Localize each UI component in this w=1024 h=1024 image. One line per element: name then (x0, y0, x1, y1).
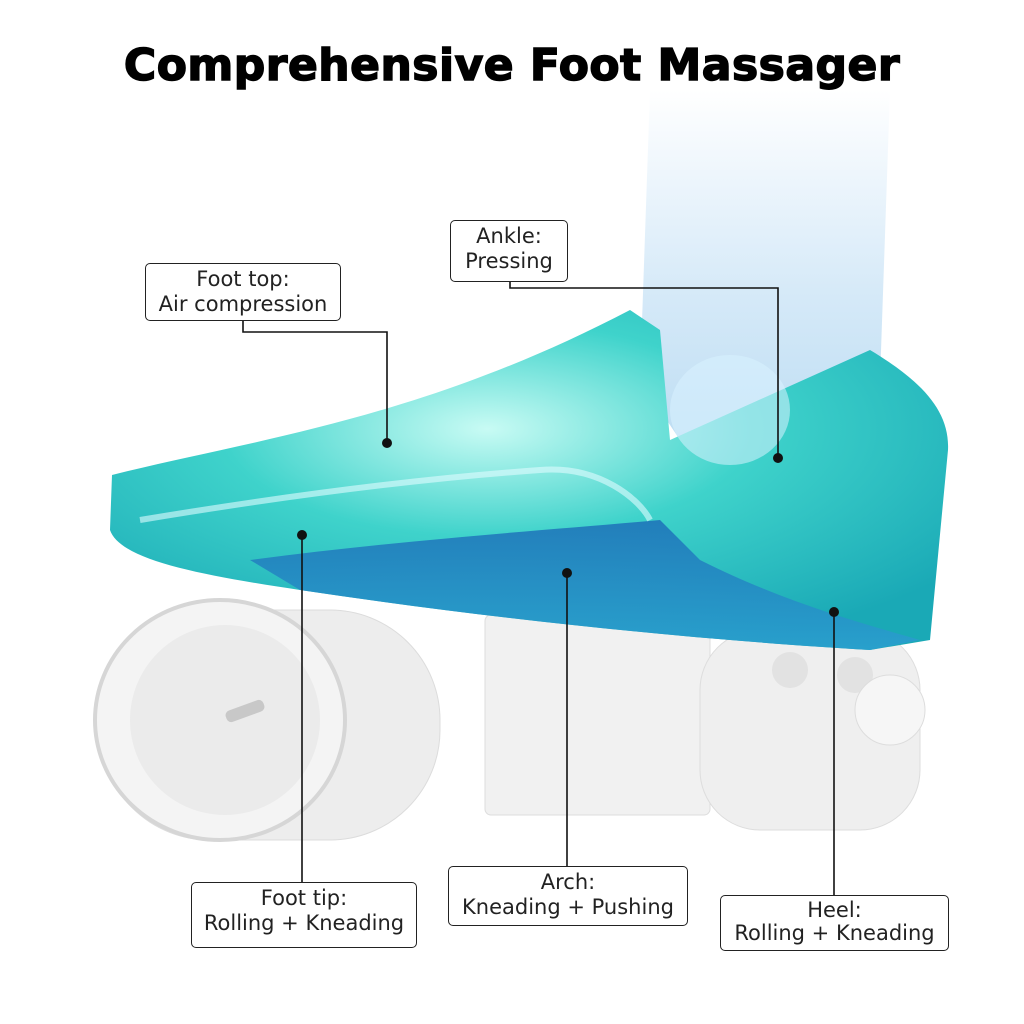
label-name: Heel: (807, 898, 862, 922)
label-function: Kneading + Pushing (462, 895, 674, 919)
leader-lines (242, 281, 835, 895)
label-foot-tip: Foot tip: Rolling + Kneading (191, 882, 417, 948)
label-ankle: Ankle: Pressing (450, 220, 568, 282)
ankle-dot (773, 453, 783, 463)
arch-dot (562, 568, 572, 578)
label-name: Foot top: (196, 267, 290, 291)
massager-device (93, 598, 926, 842)
label-arch: Arch: Kneading + Pushing (448, 866, 688, 926)
label-name: Ankle: (476, 224, 542, 248)
foot-tip-dot (297, 530, 307, 540)
marker-dots (297, 438, 839, 617)
label-function: Pressing (465, 249, 553, 273)
label-function: Rolling + Kneading (734, 921, 935, 945)
label-foot-top: Foot top: Air compression (145, 263, 341, 321)
page-title: Comprehensive Foot Massager (123, 39, 901, 92)
label-function: Air compression (158, 292, 328, 316)
label-name: Arch: (540, 870, 596, 894)
foot-shell (110, 310, 949, 650)
label-function: Rolling + Kneading (203, 911, 405, 935)
label-name: Foot tip: (260, 886, 348, 910)
heel-dot (829, 607, 839, 617)
label-heel: Heel: Rolling + Kneading (720, 895, 949, 951)
foot-top-dot (382, 438, 392, 448)
